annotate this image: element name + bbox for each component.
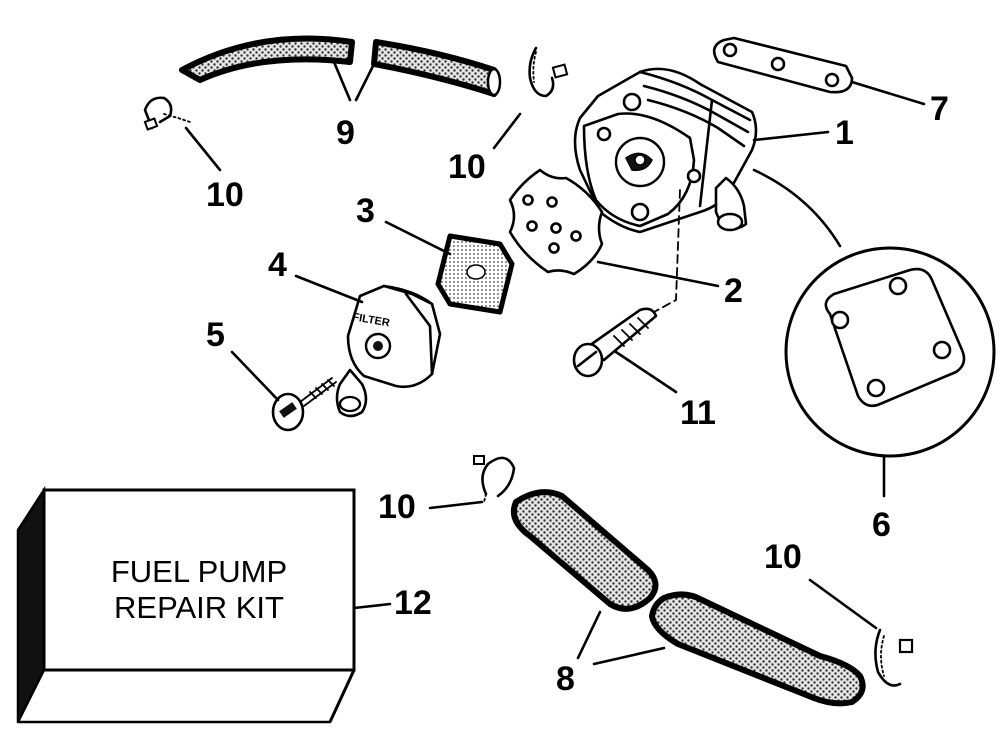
callout-4: 4: [268, 246, 287, 284]
hose-clip-10-top-left: [143, 96, 191, 131]
hose-clip-10-bottom-right: [874, 628, 914, 687]
gasket-detail-6: [752, 168, 996, 458]
callout-9: 9: [336, 114, 355, 152]
screw-5: [271, 377, 337, 432]
leader-lines: [184, 60, 926, 666]
callout-10-top-middle: 10: [448, 148, 486, 186]
filter-cover-4: FILTER: [335, 284, 442, 418]
callout-10-top-left: 10: [206, 176, 244, 214]
callout-3: 3: [356, 192, 375, 230]
hose-9: [179, 35, 502, 97]
callout-12: 12: [394, 584, 432, 622]
hose-clip-10-top-middle: [528, 46, 569, 98]
repair-kit-box-12: FUEL PUMP REPAIR KIT: [16, 485, 356, 724]
repair-kit-line-2: REPAIR KIT: [114, 590, 284, 625]
fuel-pump-body-1: [573, 67, 758, 234]
callout-2: 2: [724, 272, 743, 310]
filter-screen-3: [435, 233, 515, 315]
hose-clip-10-bottom-middle: [473, 455, 516, 503]
diaphragm-2: [508, 168, 604, 276]
callout-1: 1: [835, 114, 854, 152]
gasket-7: [712, 36, 854, 94]
callout-10-bottom-right: 10: [764, 538, 802, 576]
repair-kit-line-1: FUEL PUMP: [111, 554, 287, 589]
callout-10-bottom-middle: 10: [378, 488, 416, 526]
hose-8: [510, 489, 866, 707]
callout-6: 6: [872, 506, 891, 544]
callout-5: 5: [206, 316, 225, 354]
callout-7: 7: [930, 90, 949, 128]
callout-11: 11: [680, 394, 716, 432]
callout-8: 8: [556, 660, 575, 698]
callout-numbers: 1 2 3 4 5 6 7 8 9 10 10 10 10 11 12: [206, 90, 949, 698]
screw-11: [572, 307, 658, 378]
